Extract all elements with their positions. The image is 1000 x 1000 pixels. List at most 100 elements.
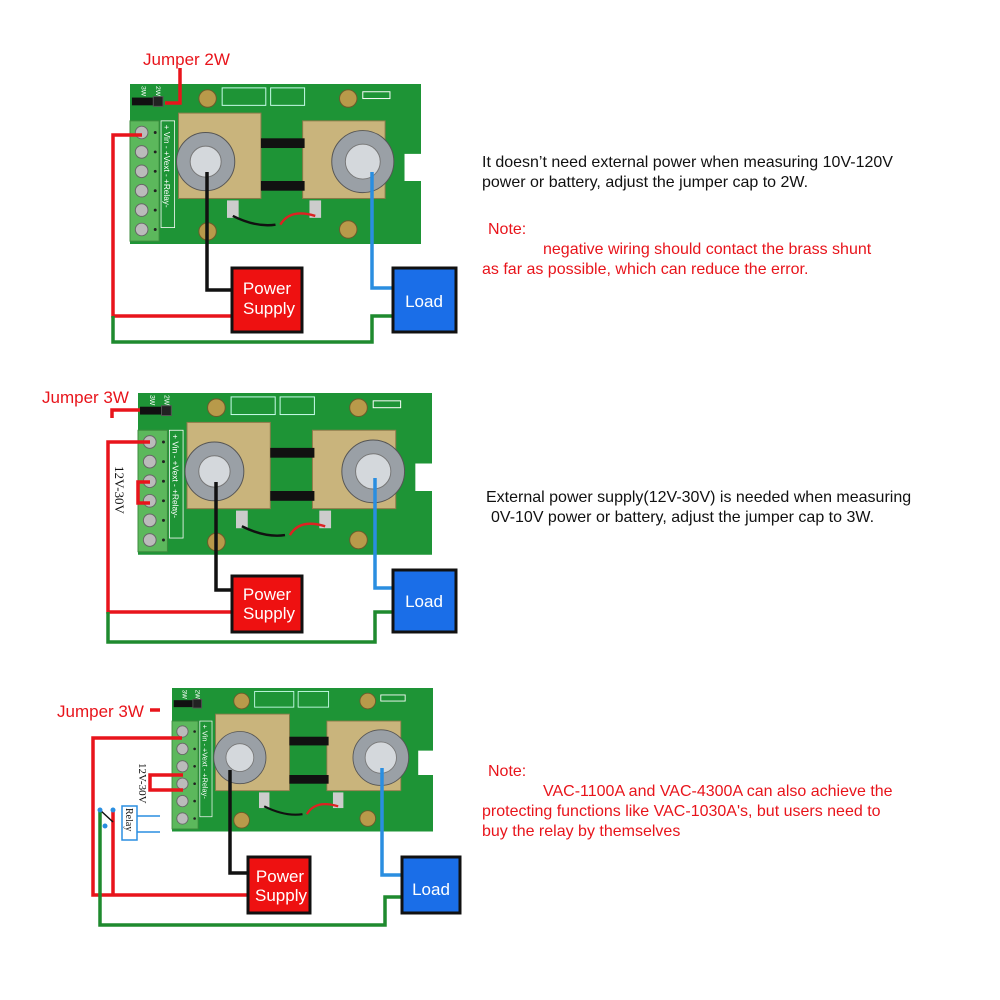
jumper-label-1: Jumper 2W [143,50,230,69]
terminal-pin [153,169,157,173]
wire-load-negative-3 [380,768,402,877]
mounting-screw [339,89,358,108]
load-2: Load [391,568,458,634]
wire-positive-2 [106,440,232,614]
terminal-screw [142,454,157,469]
bolt-left-head [225,743,255,772]
mounting-screw [233,692,250,710]
terminal-block [129,120,160,242]
terminal-labels: + Vin - +Vext - +Relay- [200,725,209,800]
terminal-pin [193,747,196,751]
power-supply-label: Supply [243,299,295,318]
wire-load-positive-2 [106,610,393,644]
terminal-pin [162,440,165,444]
shunt-bar [260,138,305,149]
power-supply-1: Power Supply [230,266,304,334]
lug [236,510,248,529]
terminal-screw [176,760,189,773]
load-label: Load [412,880,450,899]
terminal-label-box [168,429,184,539]
wire-load-negative-2 [373,478,393,590]
sense-wire-red [288,522,326,536]
terminal-screw [176,725,189,738]
wire-load-negative-1 [370,172,393,290]
shunt-bar [270,491,315,501]
terminal-screw [142,513,157,528]
jumper-cap [192,698,203,709]
connector [230,396,276,416]
mounting-screw [339,220,358,239]
note-3-line-1: VAC-1100A and VAC-4300A can also achieve… [543,783,893,800]
wire-negative-1 [205,172,232,292]
terminal-pin [162,499,165,503]
jumper-pin-label: 2W [193,690,200,699]
mounting-screw [359,810,377,827]
note-title-1: Note: [488,221,527,238]
power-supply-label: Power [256,867,305,886]
mounting-screw [349,530,368,550]
terminal-screw [134,203,149,217]
bolt-right-head [344,143,381,180]
terminal-pin [162,538,165,542]
jumper-pin-label: 2W [162,395,169,406]
relay-contact [102,823,108,829]
description-2-line-2: 0V-10V power or battery, adjust the jump… [491,509,875,526]
terminal-screw [134,183,149,198]
jumper-pin-label: 2W [154,86,161,97]
relay-contact [97,807,103,813]
terminal-screw [134,222,149,237]
shunt-bar [289,736,329,746]
terminal-pin [153,208,157,212]
power-supply-3: Power Supply [246,855,312,915]
terminal-labels: + Vin - +Vext - +Relay- [162,125,171,208]
mounting-screw [198,89,217,108]
mounting-screw [349,398,368,418]
terminal-pin [193,817,196,820]
terminal-pin [153,228,157,231]
terminal-pin [153,189,157,193]
lug [309,200,322,218]
relay-switch [99,809,114,823]
shunt-bar [260,181,305,191]
resistor [362,91,391,100]
terminal-block [137,429,168,553]
terminal-screw [134,145,149,159]
wires [91,68,402,927]
wire-negative-3 [228,770,248,875]
lug [319,510,332,529]
lug [227,200,239,218]
resistor [372,400,402,409]
terminal-pin [162,479,165,483]
sense-wire-black [241,525,286,537]
connector [279,396,315,416]
power-supply-label: Supply [243,604,295,623]
terminal-pin [153,150,157,154]
jumper-pointer-1 [165,68,182,105]
wire-positive-1 [111,133,232,318]
power-supply-label: Power [243,585,292,604]
note-1-line-1: negative wiring should contact the brass… [543,241,872,258]
jumper-label-2: Jumper 3W [42,388,129,407]
wire-negative-2 [214,482,232,592]
wire-supply-2 [136,480,150,505]
terminal-pin [193,799,196,803]
terminal-labels: + Vin - +Vext - +Relay- [170,434,180,518]
sense-wire-black [232,214,276,227]
shunt-bar [289,775,329,784]
connector [270,87,306,106]
power-supply-label: Supply [255,886,307,905]
terminal-pin [162,460,165,464]
wire-load-positive-1 [111,314,393,344]
terminal-screw [142,493,157,508]
terminal-screw [176,812,189,825]
wire-positive-3 [91,736,248,897]
terminal-screw [176,795,189,808]
jumper-header [131,97,163,106]
resistor [380,694,406,702]
power-supply-2: Power Supply [230,574,304,634]
load-label: Load [405,292,443,311]
